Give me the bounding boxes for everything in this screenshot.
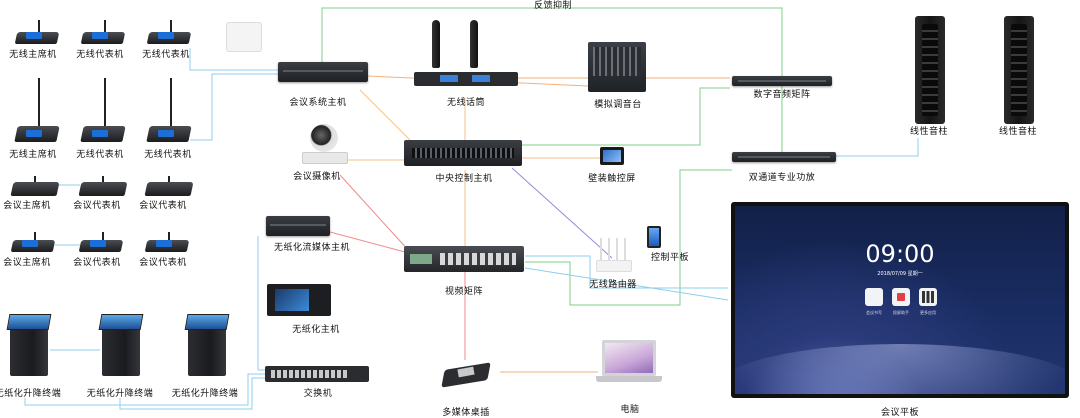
wire-green-vm [525,169,732,306]
panel-screen: 09:00 2018/07/09 星期一 会议书写 投屏助手 更多应用 [735,206,1065,394]
wireless-router-label: 无线路由器 [589,280,637,290]
wireless-microphone-device [414,20,518,90]
wireless-delegate-label: 无线代表机 [142,50,190,60]
panel-clock: 09:00 [865,240,935,268]
screen-share-app-icon[interactable] [892,288,910,306]
wireless-router-device [596,238,632,272]
whiteboard-app-icon[interactable] [865,288,883,306]
conference-chair-unit [10,168,60,196]
central-control-label: 中央控制主机 [435,174,493,184]
conference-panel-label: 会议平板 [880,408,920,418]
dual-channel-amplifier-device [732,152,836,162]
computer-label: 电脑 [620,405,640,415]
feedback-suppression-label: 反馈抑制 [533,1,573,11]
conference-delegate-unit [144,228,190,252]
paperless-lift-label: 无纸化升降终端 [86,389,154,399]
video-matrix-device [404,246,524,272]
paperless-host-device [267,284,331,316]
digital-audio-matrix-label: 数字音频矩阵 [753,90,811,100]
analog-mixer-label: 模拟调音台 [594,100,642,110]
paperless-lift-label: 无纸化升降终端 [0,389,62,399]
wireless-chair-label: 无线主席机 [9,50,57,60]
wireless-chair-gooseneck-unit [14,78,60,142]
conference-camera-device [300,124,348,164]
analog-mixer-device [588,42,646,92]
conference-chair-unit [10,228,56,252]
control-tablet-label: 控制平板 [650,253,690,263]
wireless-delegate-unit [80,18,126,44]
wall-touch-screen-device [600,147,624,165]
paperless-host-label: 无纸化主机 [292,325,340,335]
conference-delegate-label: 会议代表机 [139,258,187,268]
wire-lift-bottom [24,373,265,406]
wire-wireless-units [189,48,278,71]
line-array-label: 线性音柱 [909,127,949,137]
paperless-lift-terminal [6,314,52,376]
conference-delegate-unit [78,228,124,252]
wire-camera-vm [339,174,411,253]
wire-amp [835,138,919,157]
app-name: 会议书写 [866,310,882,315]
conference-panel-display: 09:00 2018/07/09 星期一 会议书写 投屏助手 更多应用 [731,202,1069,398]
wireless-microphone-label: 无线话筒 [446,98,486,108]
paperless-stream-host-device [266,216,330,236]
line-array-speaker [1004,16,1034,124]
wireless-delegate-label: 无线代表机 [76,50,124,60]
video-matrix-label: 视频矩阵 [444,287,484,297]
wire-wireless-units-2 [190,73,278,141]
network-switch-device [265,366,369,382]
multimedia-socket-label: 多媒体桌插 [442,408,490,418]
paperless-stream-host-label: 无纸化流媒体主机 [273,243,351,253]
wire-paperless [257,236,265,371]
wireless-chair-unit [14,18,60,44]
app-name: 更多应用 [920,310,936,315]
conference-delegate-unit [144,168,194,196]
conference-chair-label: 会议主席机 [3,201,51,211]
wire-vm-panel [525,255,728,289]
dual-channel-amplifier-label: 双通道专业功放 [748,173,816,183]
conference-host-label: 会议系统主机 [289,98,347,108]
panel-date: 2018/07/09 星期一 [877,271,923,277]
computer-laptop-device [596,340,662,396]
wireless-delegate-gooseneck-unit [146,78,192,142]
wall-touch-screen-label: 壁装触控屏 [588,174,636,184]
wire-vm-panel-2 [524,267,729,301]
paperless-lift-label: 无纸化升降终端 [171,389,239,399]
wireless-delegate-label: 无线代表机 [144,150,192,160]
central-control-device [404,140,522,166]
conference-chair-label: 会议主席机 [3,258,51,268]
wireless-delegate-unit [146,18,192,44]
multimedia-socket-device [440,358,496,392]
wire-feedback [321,7,783,76]
line-array-speaker [915,16,945,124]
wire-host-central [359,89,411,141]
conference-delegate-label: 会议代表机 [73,258,121,268]
network-switch-label: 交换机 [303,389,333,399]
app-name: 投屏助手 [893,310,909,315]
digital-audio-matrix-device [732,76,832,86]
wireless-delegate-label: 无线代表机 [76,150,124,160]
paperless-lift-terminal [184,314,230,376]
line-array-label: 线性音柱 [998,127,1038,137]
wire-lift-bottom-2 [119,377,265,410]
wireless-delegate-gooseneck-unit [80,78,126,142]
conference-delegate-label: 会议代表机 [73,201,121,211]
more-apps-icon[interactable] [919,288,937,306]
wire-stream-vm [329,231,406,253]
wireless-chair-label: 无线主席机 [9,150,57,160]
conference-delegate-unit [78,168,128,196]
control-tablet-device [647,226,661,248]
conference-camera-label: 会议摄像机 [293,172,341,182]
wire-green-central [520,87,730,146]
conference-host-device [278,62,368,82]
wireless-access-point [226,22,262,52]
wire-central-router [511,167,613,259]
conference-delegate-label: 会议代表机 [139,201,187,211]
paperless-lift-terminal [98,314,144,376]
